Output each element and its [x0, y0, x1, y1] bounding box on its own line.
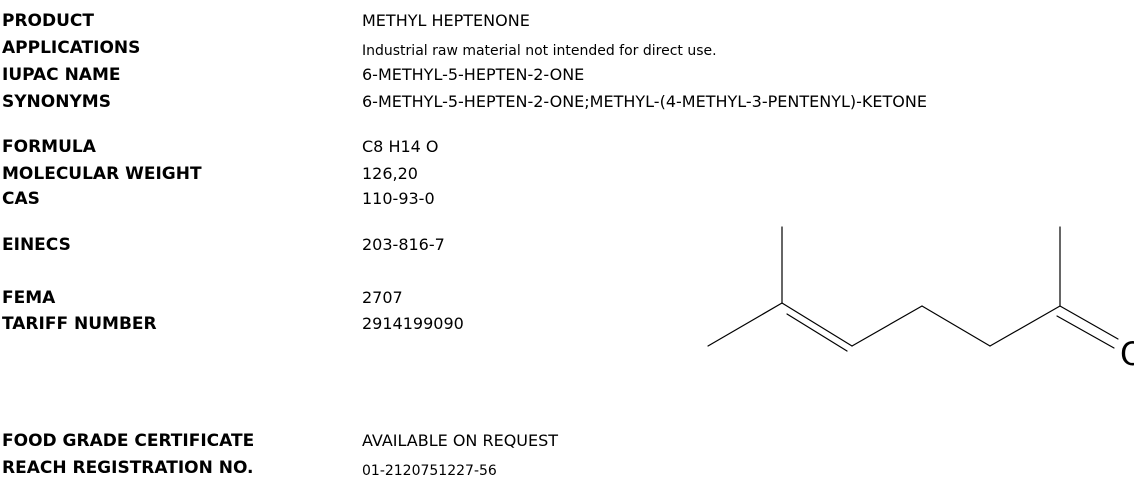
value-einecs: 203-816-7	[362, 235, 445, 254]
bond-carbonyl-outer	[1059, 305, 1119, 340]
row-reach-registration: REACH REGISTRATION NO. 01-2120751227-56	[0, 457, 1134, 481]
bond-methyl-down-left	[707, 302, 783, 347]
row-formula: FORMULA C8 H14 O	[0, 136, 1134, 160]
value-iupac-name: 6-METHYL-5-HEPTEN-2-ONE	[362, 65, 585, 84]
bond-double-inner	[786, 313, 848, 352]
molecule-structure-image: O	[707, 226, 1134, 373]
row-tariff-number: TARIFF NUMBER 2914199090	[0, 313, 1134, 337]
row-cas: CAS 110-93-0	[0, 188, 1134, 212]
value-fema: 2707	[362, 288, 403, 307]
value-cas: 110-93-0	[362, 189, 435, 208]
label-iupac-name: IUPAC NAME	[2, 65, 121, 85]
row-food-grade-certificate: FOOD GRADE CERTIFICATE AVAILABLE ON REQU…	[0, 430, 1134, 454]
label-food-grade-certificate: FOOD GRADE CERTIFICATE	[2, 431, 255, 451]
label-molecular-weight: MOLECULAR WEIGHT	[2, 164, 202, 184]
oxygen-atom-label: O	[1120, 335, 1134, 373]
label-product: PRODUCT	[2, 11, 94, 31]
label-synonyms: SYNONYMS	[2, 92, 111, 112]
row-synonyms: SYNONYMS 6-METHYL-5-HEPTEN-2-ONE;METHYL-…	[0, 91, 1134, 115]
row-iupac-name: IUPAC NAME 6-METHYL-5-HEPTEN-2-ONE	[0, 64, 1134, 88]
row-einecs: EINECS 203-816-7	[0, 234, 1134, 258]
bond-double-outer	[781, 302, 853, 347]
bond-carbonyl-inner	[1056, 315, 1115, 349]
label-tariff-number: TARIFF NUMBER	[2, 314, 157, 334]
label-reach-registration: REACH REGISTRATION NO.	[2, 458, 254, 478]
value-product: METHYL HEPTENONE	[362, 11, 530, 30]
row-product: PRODUCT METHYL HEPTENONE	[0, 10, 1134, 34]
label-cas: CAS	[2, 189, 40, 209]
row-molecular-weight: MOLECULAR WEIGHT 126,20	[0, 163, 1134, 187]
bond-chain-2	[921, 305, 991, 347]
bond-chain-1	[851, 305, 923, 347]
value-synonyms: 6-METHYL-5-HEPTEN-2-ONE;METHYL-(4-METHYL…	[362, 92, 927, 111]
value-molecular-weight: 126,20	[362, 164, 418, 183]
row-applications: APPLICATIONS Industrial raw material not…	[0, 37, 1134, 61]
row-fema: FEMA 2707	[0, 287, 1134, 311]
value-tariff-number: 2914199090	[362, 314, 464, 333]
label-einecs: EINECS	[2, 235, 71, 255]
skeletal-bonds	[707, 226, 1119, 352]
label-fema: FEMA	[2, 288, 56, 308]
value-formula: C8 H14 O	[362, 137, 439, 156]
label-applications: APPLICATIONS	[2, 38, 141, 58]
value-applications: Industrial raw material not intended for…	[362, 43, 717, 59]
bond-chain-3	[989, 305, 1061, 347]
label-formula: FORMULA	[2, 137, 96, 157]
value-food-grade-certificate: AVAILABLE ON REQUEST	[362, 431, 559, 450]
value-reach-registration: 01-2120751227-56	[362, 463, 497, 479]
